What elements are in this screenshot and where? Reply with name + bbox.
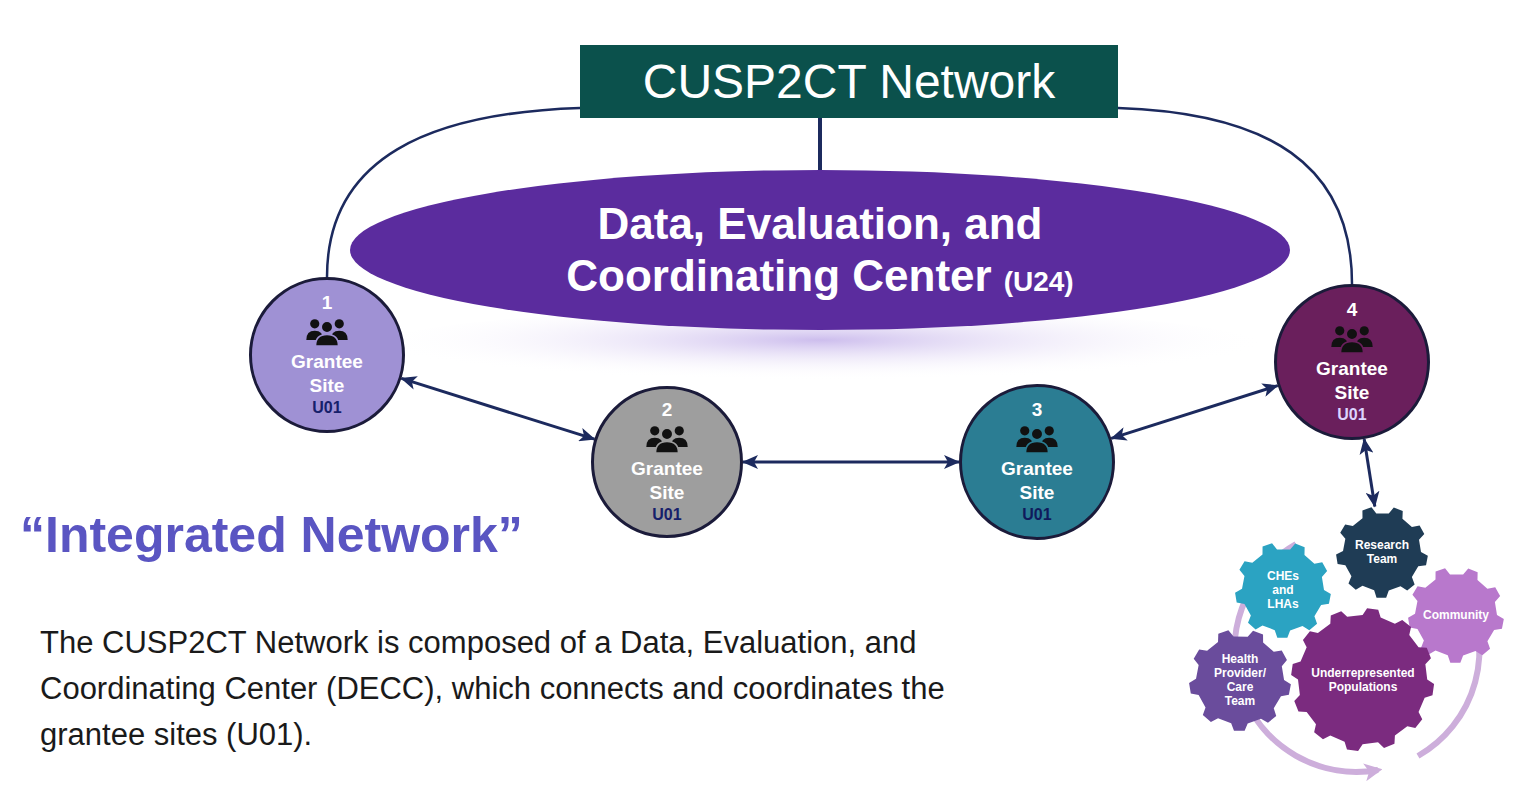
person-head xyxy=(650,426,659,435)
grant-code: U01 xyxy=(1337,405,1366,425)
person-head xyxy=(1335,326,1344,335)
person-head xyxy=(1045,426,1054,435)
people-icon xyxy=(304,316,350,347)
circle-fill xyxy=(961,386,1114,539)
person-head xyxy=(321,321,333,333)
network-heading: “Integrated Network” xyxy=(20,506,523,564)
gear-fill xyxy=(1189,630,1291,730)
person-head xyxy=(675,426,684,435)
circle-fill xyxy=(593,388,742,537)
connector xyxy=(1364,439,1375,507)
gear-label: CHEs and LHAs xyxy=(1261,569,1305,611)
person-head xyxy=(1360,326,1369,335)
connector xyxy=(401,378,594,439)
site-number: 4 xyxy=(1347,299,1358,321)
grant-code: U01 xyxy=(652,505,681,525)
stakeholder-gear: Research Team xyxy=(1336,506,1428,598)
center-name: Data, Evaluation, and Coordinating Cente… xyxy=(566,199,1042,300)
grantee-site-circle: 1Grantee SiteU01 xyxy=(249,277,405,433)
site-name: Grantee Site xyxy=(617,457,717,505)
person-body xyxy=(656,442,679,454)
ellipse-shape xyxy=(350,170,1290,330)
person-head xyxy=(1020,426,1029,435)
network-title-box: CUSP2CT Network xyxy=(580,45,1118,118)
circle-fill xyxy=(251,279,404,432)
gear-label: Underrepresented Populations xyxy=(1303,666,1423,694)
connector xyxy=(743,461,959,464)
stakeholder-gear: CHEs and LHAs xyxy=(1235,542,1331,638)
coordinating-center-ellipse: Data, Evaluation, and Coordinating Cente… xyxy=(350,170,1290,330)
people-icon xyxy=(1014,423,1060,454)
connector xyxy=(1111,386,1277,439)
site-name: Grantee Site xyxy=(1302,357,1402,405)
gear-label: Research Team xyxy=(1350,538,1414,566)
gear-fill xyxy=(1235,543,1331,638)
site-name: Grantee Site xyxy=(987,457,1087,505)
grantee-site-circle: 4Grantee SiteU01 xyxy=(1274,284,1430,440)
grantee-site-circle: 3Grantee SiteU01 xyxy=(959,384,1115,540)
gear-fill xyxy=(1336,507,1428,598)
person-head xyxy=(661,428,673,440)
person-head xyxy=(1346,328,1358,340)
person-head xyxy=(1031,428,1043,440)
person-body xyxy=(1026,442,1049,454)
site-number: 2 xyxy=(662,399,673,421)
title-text: CUSP2CT Network xyxy=(643,54,1056,109)
people-icon xyxy=(644,423,690,454)
person-head xyxy=(310,319,319,328)
center-text-block: Data, Evaluation, and Coordinating Cente… xyxy=(500,198,1140,302)
people-icon xyxy=(1329,323,1375,354)
person-body xyxy=(316,335,339,347)
grant-code: U01 xyxy=(312,398,341,418)
site-name: Grantee Site xyxy=(277,350,377,398)
gear-label: Community xyxy=(1423,608,1489,622)
circle-fill xyxy=(1276,286,1429,439)
site-number: 1 xyxy=(322,292,333,314)
caption-text: The CUSP2CT Network is composed of a Dat… xyxy=(40,620,1000,758)
grantee-site-circle: 2Grantee SiteU01 xyxy=(591,386,743,538)
gear-fill xyxy=(1292,609,1435,752)
grant-code: (U24) xyxy=(1004,266,1074,297)
gear-label: Health Provider/ Care Team xyxy=(1210,652,1270,708)
person-body xyxy=(1341,342,1364,354)
grant-code: U01 xyxy=(1022,505,1051,525)
connector xyxy=(818,118,822,170)
person-head xyxy=(335,319,344,328)
stakeholder-gear: Underrepresented Populations xyxy=(1291,608,1434,751)
site-number: 3 xyxy=(1032,399,1043,421)
ellipse-fill xyxy=(350,170,1290,330)
stakeholder-gear: Health Provider/ Care Team xyxy=(1189,629,1291,731)
